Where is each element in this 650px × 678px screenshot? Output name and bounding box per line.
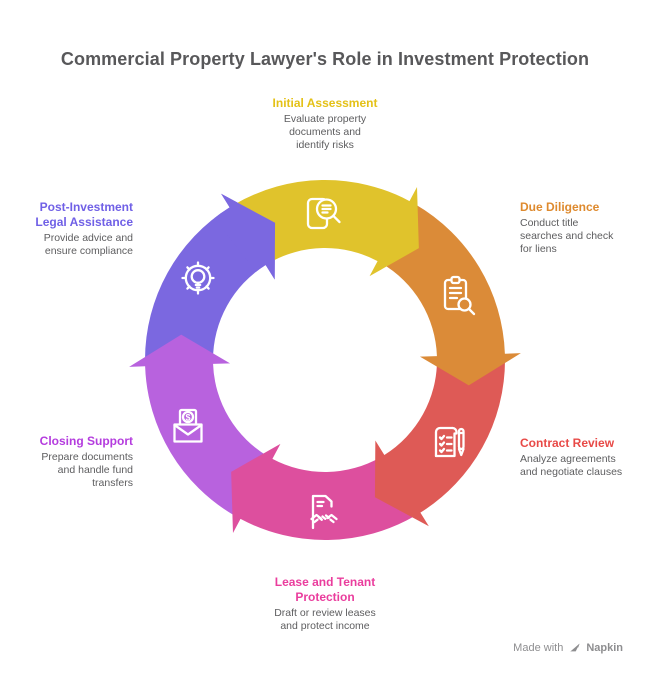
made-with-napkin[interactable]: Made with Napkin (513, 641, 623, 654)
step-label-lease-and-tenant-protection: Lease and Tenant Protection Draft or rev… (225, 575, 425, 633)
step-label-contract-review: Contract Review Analyze agreements and n… (520, 436, 648, 479)
envelope-dollar-icon: $ (173, 408, 203, 443)
step-heading: Initial Assessment (272, 96, 378, 110)
page-title: Commercial Property Lawyer's Role in Inv… (60, 49, 590, 69)
step-label-post-investment-legal-assistance: Post-Investment Legal Assistance Provide… (3, 200, 133, 258)
step-heading: Contract Review (520, 436, 615, 450)
step-heading: Post-Investment Legal Assistance (35, 200, 133, 229)
made-with-text: Made with (513, 641, 564, 654)
step-description: Analyze agreements and negotiate clauses (520, 453, 623, 478)
cycle-arrow-initial-assessment (235, 180, 419, 277)
cycle-arrows (129, 180, 521, 540)
napkin-brand-text: Napkin (586, 641, 623, 654)
gear-lightbulb-icon (181, 261, 215, 295)
step-description: Provide advice and ensure compliance (43, 232, 133, 257)
clipboard-search-icon (443, 275, 476, 316)
svg-text:$: $ (185, 412, 190, 422)
napkin-logo-icon (569, 643, 580, 652)
step-description: Conduct title searches and check for lie… (520, 217, 614, 255)
step-heading: Lease and Tenant Protection (274, 575, 376, 604)
step-heading: Due Diligence (520, 200, 600, 214)
document-magnifier-icon (306, 197, 341, 230)
document-pen-icon (434, 426, 465, 458)
document-handshake-icon (310, 494, 338, 530)
step-description: Evaluate property documents and identify… (283, 113, 367, 151)
step-label-due-diligence: Due Diligence Conduct title searches and… (520, 200, 646, 256)
step-label-closing-support: Closing Support Prepare documents and ha… (3, 434, 133, 490)
step-description: Prepare documents and handle fund transf… (41, 451, 133, 489)
cycle-arrow-lease-and-tenant-protection (231, 443, 415, 540)
step-description: Draft or review leases and protect incom… (274, 607, 376, 632)
step-label-initial-assessment: Initial Assessment Evaluate property doc… (235, 96, 415, 152)
step-heading: Closing Support (39, 434, 133, 448)
